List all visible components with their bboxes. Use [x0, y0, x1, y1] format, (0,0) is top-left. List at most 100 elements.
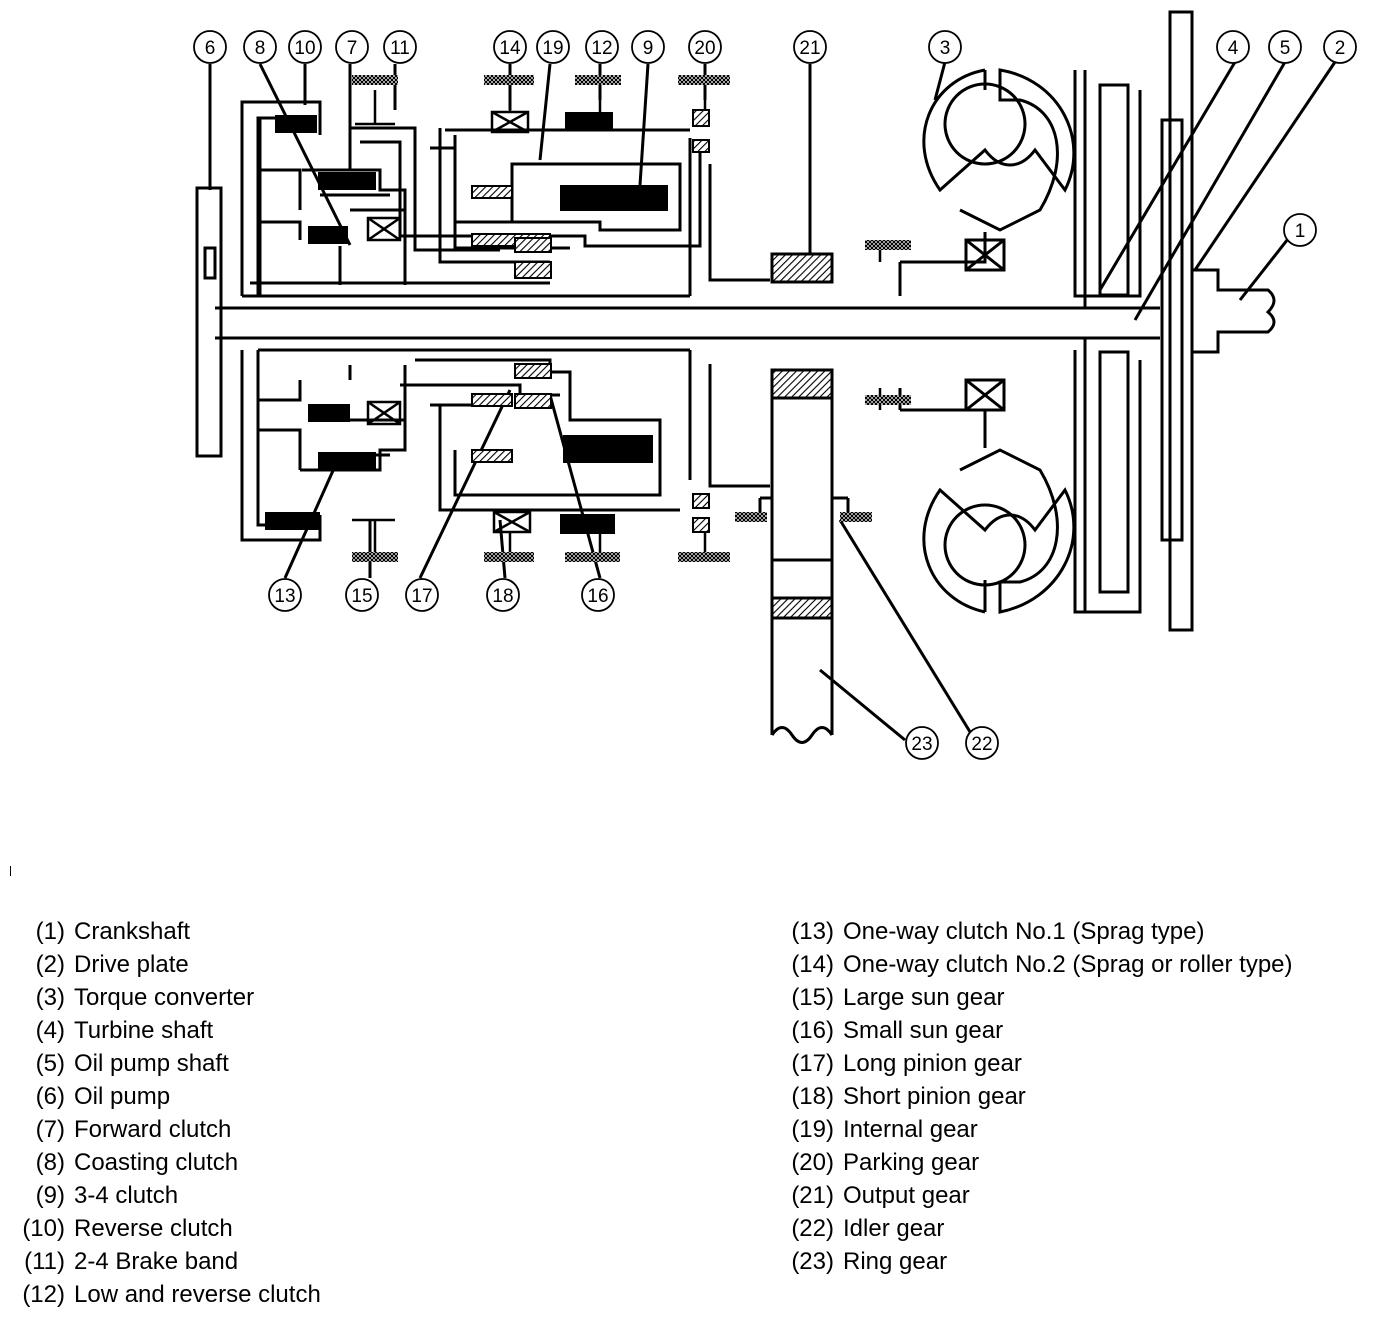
callout-circle	[536, 30, 570, 64]
legend-item: (4) Turbine shaft	[12, 1014, 321, 1047]
legend-number: (22)	[791, 1215, 834, 1242]
callout-circle	[1323, 30, 1357, 64]
legend-number: (16)	[791, 1017, 834, 1044]
legend-number: (1)	[35, 918, 65, 945]
callout-number: 12	[591, 38, 612, 59]
idler-gear-block	[770, 368, 834, 400]
legend-text: Turbine shaft	[74, 1017, 214, 1044]
callout-8: 8	[243, 30, 277, 64]
callout-22: 22	[965, 726, 999, 760]
callout-circle	[486, 578, 520, 612]
torque-converter-lower	[922, 448, 1076, 614]
callout-circle	[1216, 30, 1250, 64]
output-gear	[770, 252, 834, 284]
callout-number: 14	[499, 38, 521, 59]
callout-circle	[345, 578, 379, 612]
legend-item: (2)Drive plate	[12, 948, 321, 981]
callout-1: 1	[1283, 213, 1317, 247]
callout-number: 2	[1335, 38, 1346, 59]
callout-2: 2	[1323, 30, 1357, 64]
legend-number: (11)	[24, 1248, 65, 1275]
callout-14: 14	[493, 30, 527, 64]
legend-number: (5)	[35, 1050, 65, 1077]
callout-9: 9	[631, 30, 665, 64]
oil-pump	[195, 186, 223, 458]
legend-text: Drive plate	[74, 951, 189, 978]
legend-number: (8)	[35, 1149, 65, 1176]
callout-number: 18	[492, 586, 513, 607]
legend-text: Output gear	[843, 1182, 970, 1209]
callout-21: 21	[793, 30, 827, 64]
legend-item: (3) Torque converter	[12, 981, 321, 1014]
callout-circle	[288, 30, 322, 64]
legend-text: Forward clutch	[74, 1116, 232, 1143]
legend-text: One-way clutch No.1 (Sprag type)	[843, 918, 1205, 945]
callout-number: 9	[643, 38, 654, 59]
legend-text: Internal gear	[843, 1116, 978, 1143]
callout-17: 17	[405, 578, 439, 612]
callout-12: 12	[585, 30, 619, 64]
callout-circle	[585, 30, 619, 64]
legend-number: (21)	[791, 1182, 834, 1209]
legend-text: Reverse clutch	[74, 1215, 233, 1242]
legend-item: (18)Short pinion gear	[772, 1080, 1293, 1113]
callout-7: 7	[335, 30, 369, 64]
torque-converter-upper	[922, 68, 1076, 232]
callout-number: 17	[411, 586, 432, 607]
legend-text: Large sun gear	[843, 984, 1005, 1011]
legend-left-column: (1)Crankshaft (2)Drive plate (3) Torque c…	[12, 915, 321, 1311]
callout-circle	[928, 30, 962, 64]
legend-right-column: (13) One-way clutch No.1 (Sprag type) (14…	[772, 915, 1293, 1278]
legend-number: (13)	[791, 918, 834, 945]
legend-text: 3-4 clutch	[74, 1182, 179, 1209]
callout-number: 21	[799, 38, 820, 59]
callout-number: 19	[542, 38, 563, 59]
callout-circle	[1268, 30, 1302, 64]
ring-gear	[770, 398, 834, 744]
legend-item: (6)Oil pump	[12, 1080, 321, 1113]
callout-number: 8	[255, 38, 266, 59]
callout-circle	[965, 726, 999, 760]
legend-text: Long pinion gear	[843, 1050, 1022, 1077]
callout-circle	[581, 578, 615, 612]
callout-number: 6	[205, 38, 216, 59]
legend-number: (4)	[35, 1017, 65, 1044]
legend-text: Small sun gear	[843, 1017, 1004, 1044]
legend-item: (16) Small sun gear	[772, 1014, 1293, 1047]
callout-3: 3	[928, 30, 962, 64]
legend-item: (7) Forward clutch	[12, 1113, 321, 1146]
legend-text: Parking gear	[843, 1149, 980, 1176]
callout-circle	[193, 30, 227, 64]
legend-number: (14)	[791, 951, 834, 978]
callout-number: 5	[1280, 38, 1291, 59]
legend-item: (11) 2-4 Brake band	[12, 1245, 321, 1278]
callout-circle	[688, 30, 722, 64]
callout-23: 23	[905, 726, 939, 760]
legend-text: Low and reverse clutch	[74, 1281, 321, 1308]
legend-item: (5)Oil pump shaft	[12, 1047, 321, 1080]
callout-circle	[793, 30, 827, 64]
legend-item: (19)Internal gear	[772, 1113, 1293, 1146]
callout-11: 11	[383, 30, 417, 64]
callout-6: 6	[193, 30, 227, 64]
callout-circle	[631, 30, 665, 64]
callout-19: 19	[536, 30, 570, 64]
legend-item: (13) One-way clutch No.1 (Sprag type)	[772, 915, 1293, 948]
callout-number: 13	[274, 586, 295, 607]
legend-number: (10)	[22, 1215, 65, 1242]
legend-item: (20)Parking gear	[772, 1146, 1293, 1179]
legend-text: Torque converter	[74, 984, 255, 1011]
callout-20: 20	[688, 30, 722, 64]
stray-mark	[10, 866, 11, 876]
legend-number: (3)	[35, 984, 65, 1011]
legend-number: (18)	[791, 1083, 834, 1110]
legend-text: 2-4 Brake band	[74, 1248, 239, 1275]
legend-number: (7)	[35, 1116, 65, 1143]
legend-item: (1)Crankshaft	[12, 915, 321, 948]
callout-15: 15	[345, 578, 379, 612]
callout-number: 11	[390, 38, 410, 59]
callout-circle	[335, 30, 369, 64]
callout-circle	[268, 578, 302, 612]
callout-number: 4	[1228, 38, 1239, 59]
